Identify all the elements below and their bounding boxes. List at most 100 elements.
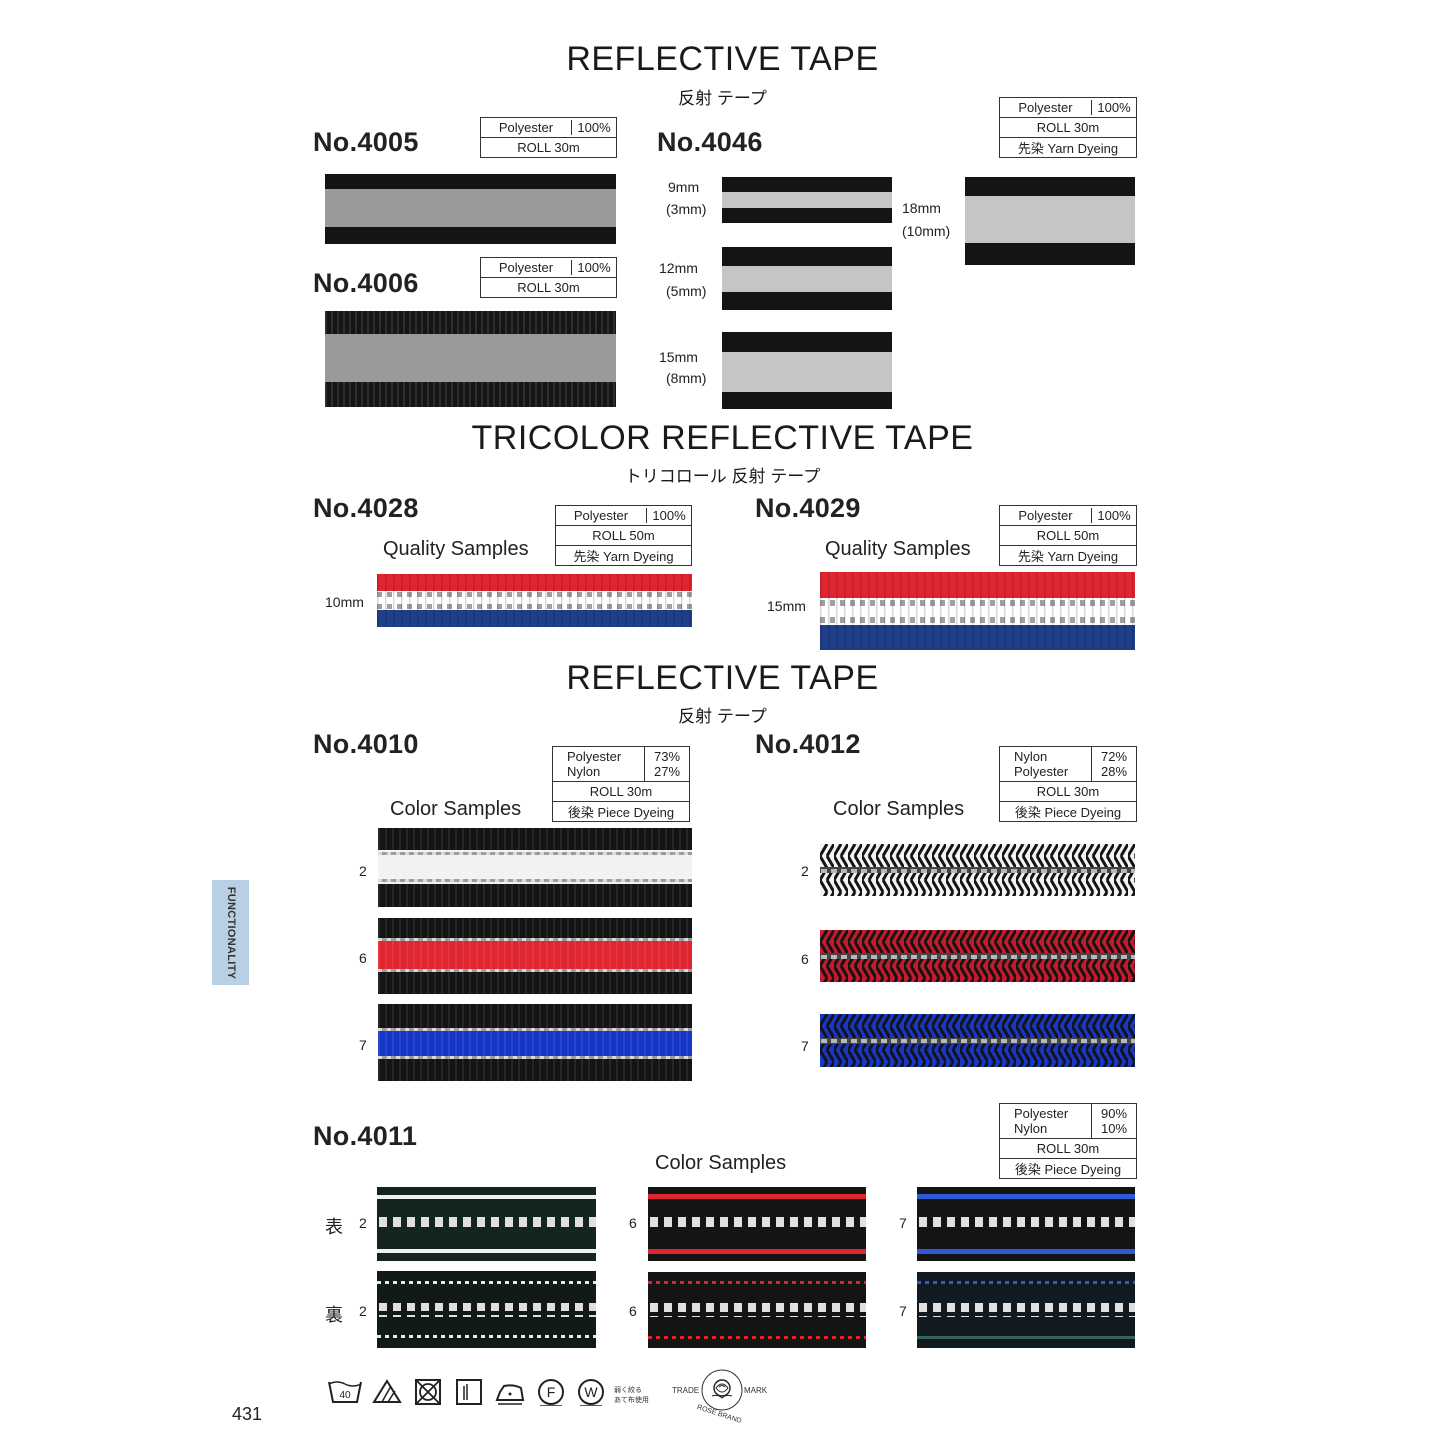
tape-sample-4012-color-7 bbox=[820, 1014, 1135, 1067]
color-number-4011-back-2: 2 bbox=[359, 1303, 367, 1319]
dry-clean-f-text: F bbox=[547, 1384, 556, 1400]
tape-sample-4012-color-2 bbox=[820, 844, 1135, 896]
tape-sample-4011-back-2 bbox=[377, 1271, 596, 1348]
spec-percent-2: 28% bbox=[1100, 764, 1128, 779]
product-4011-title: No.4011 bbox=[313, 1121, 418, 1151]
tape-sample-4011-face-6 bbox=[648, 1187, 866, 1261]
product-4010-title: No.4010 bbox=[313, 729, 419, 759]
color-number-4011-back-7: 7 bbox=[899, 1303, 907, 1319]
spec-roll: ROLL 30m bbox=[1036, 1141, 1100, 1156]
spec-material-1: Polyester bbox=[1014, 1106, 1069, 1121]
tape-sample-4011-back-6 bbox=[648, 1272, 866, 1348]
wet-clean-w-text: W bbox=[584, 1384, 598, 1400]
size-label-8mm: (8mm) bbox=[666, 370, 707, 386]
spec-percent: 100% bbox=[646, 508, 691, 523]
tape-sample-4011-face-2 bbox=[377, 1187, 596, 1261]
quality-samples-label-4028: Quality Samples bbox=[383, 538, 529, 560]
no-tumble-dry-icon bbox=[415, 1379, 441, 1405]
product-4028-title: No.4028 bbox=[313, 493, 419, 523]
product-4012-title: No.4012 bbox=[755, 729, 861, 759]
section-title-tricolor: TRICOLOR REFLECTIVE TAPE bbox=[471, 419, 974, 457]
spec-percent-2: 27% bbox=[653, 764, 681, 779]
spec-percent-2: 10% bbox=[1100, 1121, 1128, 1136]
spec-material-2: Nylon bbox=[567, 764, 601, 779]
product-4029-title: No.4029 bbox=[755, 493, 861, 523]
spec-material: Polyester bbox=[498, 260, 554, 275]
color-samples-label-4011: Color Samples bbox=[655, 1152, 787, 1174]
size-label-5mm: (5mm) bbox=[666, 283, 707, 299]
face-label: 表 bbox=[325, 1217, 343, 1237]
color-number-4010-6: 6 bbox=[359, 950, 367, 966]
quality-samples-label-4029: Quality Samples bbox=[825, 538, 971, 560]
spec-roll: ROLL 30m bbox=[517, 280, 580, 295]
wash-40-icon: 40 bbox=[328, 1381, 362, 1403]
color-number-4012-2: 2 bbox=[801, 863, 809, 879]
spec-roll: ROLL 30m bbox=[517, 140, 580, 155]
size-label-10mm: (10mm) bbox=[902, 223, 951, 239]
iron-icon bbox=[495, 1384, 525, 1405]
spec-dyeing: 後染 Piece Dyeing bbox=[1014, 805, 1122, 820]
care-notes: 弱く絞る あて布使用 bbox=[614, 1386, 649, 1406]
spec-percent-1: 72% bbox=[1100, 749, 1128, 764]
tape-sample-4046-9mm bbox=[722, 177, 892, 223]
spec-material: Polyester bbox=[1018, 508, 1073, 523]
back-label: 裏 bbox=[325, 1305, 343, 1325]
spec-material-2: Nylon bbox=[1014, 1121, 1048, 1136]
color-number-4011-face-7: 7 bbox=[899, 1215, 907, 1231]
tape-sample-4010-color-6 bbox=[378, 918, 692, 994]
color-samples-label-4010: Color Samples bbox=[390, 798, 522, 820]
spec-percent: 100% bbox=[1091, 100, 1136, 115]
spec-dyeing: 先染 Yarn Dyeing bbox=[1017, 141, 1119, 156]
spec-percent-1: 73% bbox=[653, 749, 681, 764]
spec-dyeing: 後染 Piece Dyeing bbox=[1014, 1162, 1122, 1177]
spec-percent: 100% bbox=[1091, 508, 1136, 523]
spec-material-1: Polyester bbox=[567, 749, 622, 764]
spec-roll: ROLL 50m bbox=[1036, 528, 1100, 543]
spec-roll: ROLL 30m bbox=[1036, 784, 1100, 799]
product-4005-title: No.4005 bbox=[313, 127, 419, 157]
trademark-left-text: TRADE bbox=[672, 1386, 700, 1395]
color-number-4011-face-2: 2 bbox=[359, 1215, 367, 1231]
size-label-3mm: (3mm) bbox=[666, 201, 707, 217]
wet-clean-w-icon: W bbox=[578, 1379, 604, 1406]
color-number-4010-7: 7 bbox=[359, 1037, 367, 1053]
care-note-1: 弱く絞る bbox=[614, 1387, 642, 1394]
width-label-4029: 15mm bbox=[767, 598, 806, 614]
tape-sample-4046-15mm bbox=[722, 332, 892, 409]
spec-roll: ROLL 50m bbox=[592, 528, 655, 543]
color-number-4011-back-6: 6 bbox=[629, 1303, 637, 1319]
spec-percent: 100% bbox=[571, 120, 616, 135]
width-label-4028: 10mm bbox=[325, 594, 364, 610]
trademark-right-text: MARK bbox=[744, 1386, 768, 1395]
size-label-9mm: 9mm bbox=[668, 179, 700, 195]
tape-sample-4006 bbox=[325, 311, 616, 407]
functionality-side-tab: FUNCTIONALITY bbox=[212, 880, 249, 985]
size-label-12mm: 12mm bbox=[659, 260, 698, 276]
spec-percent-1: 90% bbox=[1100, 1106, 1128, 1121]
line-dry-icon bbox=[456, 1379, 482, 1405]
tape-sample-4010-color-7 bbox=[378, 1004, 692, 1081]
tape-sample-4029 bbox=[820, 572, 1135, 650]
section-title-reflective-1: REFLECTIVE TAPE bbox=[566, 40, 879, 78]
tape-sample-4012-color-6 bbox=[820, 930, 1135, 982]
product-4006-title: No.4006 bbox=[313, 268, 419, 298]
dry-clean-f-icon: F bbox=[538, 1379, 564, 1406]
spec-material: Polyester bbox=[498, 120, 554, 135]
spec-material: Polyester bbox=[573, 508, 629, 523]
tape-sample-4046-12mm bbox=[722, 247, 892, 310]
spec-material-2: Polyester bbox=[1014, 764, 1069, 779]
section-title-reflective-2: REFLECTIVE TAPE bbox=[566, 659, 879, 697]
tape-sample-4011-back-7 bbox=[917, 1272, 1135, 1348]
tape-sample-4010-color-2 bbox=[378, 828, 692, 907]
color-number-4012-7: 7 bbox=[801, 1038, 809, 1054]
color-number-4011-face-6: 6 bbox=[629, 1215, 637, 1231]
color-number-4012-6: 6 bbox=[801, 951, 809, 967]
spec-material-1: Nylon bbox=[1014, 749, 1048, 764]
tape-sample-4011-face-7 bbox=[917, 1187, 1135, 1261]
